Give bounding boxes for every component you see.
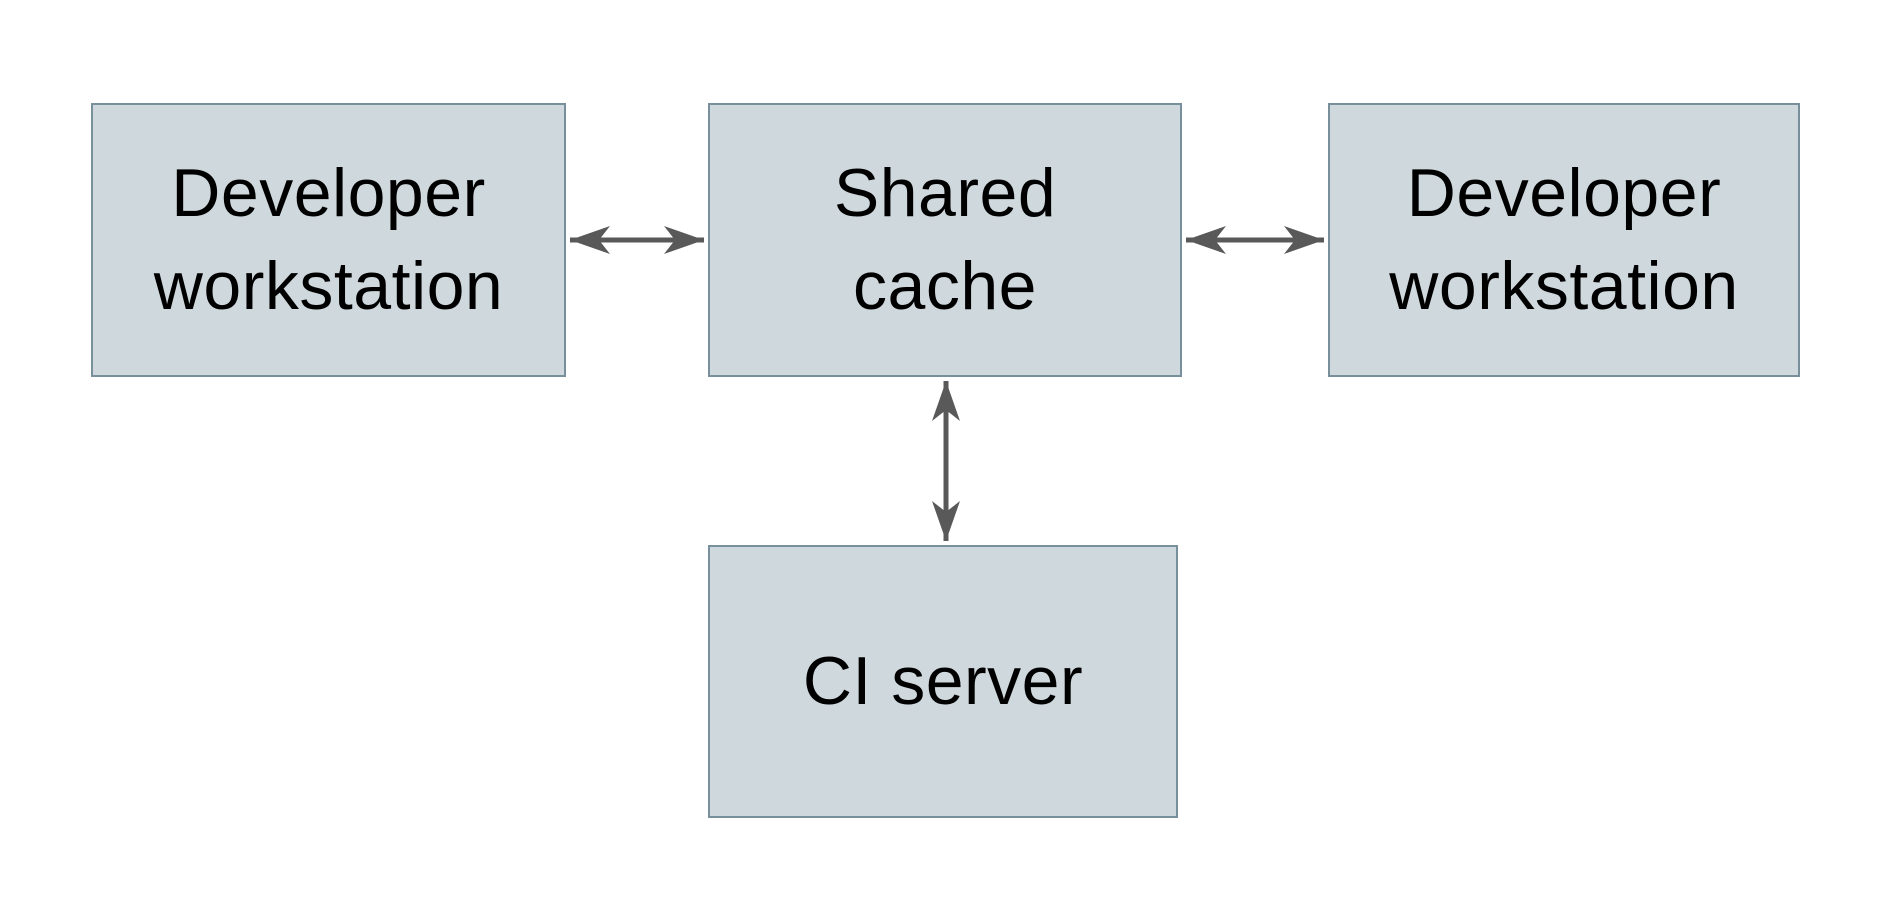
node-label: Shared cache	[833, 155, 1057, 324]
node-developer-workstation-left: Developer workstation	[91, 103, 566, 377]
node-ci-server: CI server	[708, 545, 1178, 818]
node-developer-workstation-right: Developer workstation	[1328, 103, 1800, 377]
node-label: Developer workstation	[1389, 155, 1739, 324]
node-shared-cache: Shared cache	[708, 103, 1182, 377]
node-label: Developer workstation	[153, 155, 504, 324]
node-label: CI server	[802, 643, 1084, 719]
